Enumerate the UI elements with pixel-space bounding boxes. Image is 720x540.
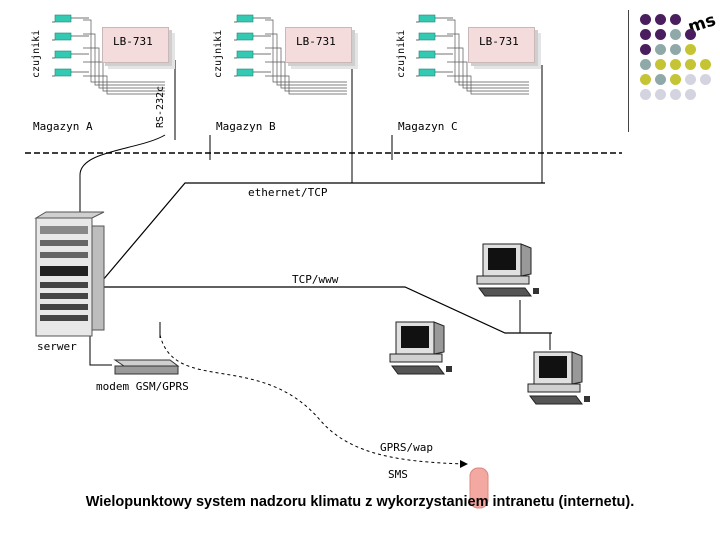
- sensor-cable: [83, 61, 165, 92]
- sensor-groups: [52, 14, 529, 95]
- sensor-cable: [83, 33, 165, 86]
- sensor-cable: [447, 61, 529, 92]
- gprs-wireless-path: [159, 334, 466, 465]
- phone-icon: [469, 467, 489, 509]
- logo-dot: [685, 44, 696, 55]
- sensors-label-a: czujniki: [31, 29, 42, 78]
- logo-dot: [640, 59, 651, 70]
- controller-box-b: LB-731: [285, 27, 352, 63]
- diagram-caption: Wielopunktowy system nadzoru klimatu z w…: [85, 494, 635, 510]
- sensor-icon: [54, 14, 72, 23]
- sensor-cable: [83, 75, 165, 95]
- logo-dot: [640, 29, 651, 40]
- workstation-icon: [476, 243, 539, 297]
- ethernet-bus-line: [96, 182, 545, 288]
- logo-dot: [685, 74, 696, 85]
- tcp-www-bus-line: [97, 286, 552, 334]
- logo-dot: [670, 29, 681, 40]
- logo-dot: [655, 59, 666, 70]
- logo-dot: [655, 89, 666, 100]
- sensor-icon: [54, 50, 72, 59]
- modem-label: modem GSM/GPRS: [96, 380, 189, 393]
- sensor-cable: [265, 61, 347, 92]
- sensor-cable: [447, 75, 529, 95]
- sensor-cable: [265, 33, 347, 86]
- sensor-group: [234, 14, 347, 95]
- sensor-cable: [83, 19, 165, 83]
- logo-dot: [685, 89, 696, 100]
- workstation-icon: [389, 321, 452, 375]
- logo-dot: [670, 44, 681, 55]
- ms-logo: ms: [624, 10, 720, 132]
- logo-dot: [655, 29, 666, 40]
- logo-dot: [655, 74, 666, 85]
- controller-box-c: LB-731: [468, 27, 535, 63]
- sensor-icon: [236, 32, 254, 41]
- sensor-group: [416, 14, 529, 95]
- sensor-icon: [54, 32, 72, 41]
- logo-dot: [685, 29, 696, 40]
- sensor-icon: [418, 68, 436, 77]
- sensors-label-c: czujniki: [396, 29, 407, 78]
- logo-dot: [700, 59, 711, 70]
- sensor-cable: [83, 47, 165, 89]
- logo-dot: [640, 14, 651, 25]
- sensor-icon: [236, 68, 254, 77]
- sensor-cable: [447, 33, 529, 86]
- logo-divider-line: [628, 10, 629, 132]
- wireless-arrow-icon: [460, 460, 468, 468]
- server-tower-icon: [34, 211, 105, 337]
- modem-icon: [113, 359, 180, 375]
- logo-dot: [670, 14, 681, 25]
- logo-dot: [670, 89, 681, 100]
- workstations: [389, 243, 590, 405]
- logo-dot: [670, 59, 681, 70]
- sensor-group: [52, 14, 165, 95]
- tcp-www-label: TCP/www: [292, 273, 339, 286]
- sensor-cable: [265, 47, 347, 89]
- sensor-icon: [236, 50, 254, 59]
- logo-dot: [700, 74, 711, 85]
- sensors-label-b: czujniki: [213, 29, 224, 78]
- server-modem-line: [89, 330, 112, 366]
- rs232-label: RS-232c: [155, 85, 166, 128]
- gprs-label: GPRS/wap: [380, 441, 433, 454]
- warehouse-label-c: Magazyn C: [398, 120, 458, 133]
- controller-label-c: LB-731: [479, 35, 519, 48]
- logo-dot: [685, 59, 696, 70]
- workstation-icon: [527, 351, 590, 405]
- warehouse-label-b: Magazyn B: [216, 120, 276, 133]
- sensor-icon: [236, 14, 254, 23]
- rs232-cable-line: [79, 134, 166, 215]
- sms-label: SMS: [388, 468, 408, 481]
- sensor-cable: [447, 47, 529, 89]
- logo-dot: [640, 44, 651, 55]
- logo-dot: [655, 44, 666, 55]
- warehouse-label-a: Magazyn A: [33, 120, 93, 133]
- logo-dot: [640, 89, 651, 100]
- controller-label-a: LB-731: [113, 35, 153, 48]
- controller-box-a: LB-731: [102, 27, 169, 63]
- controller-label-b: LB-731: [296, 35, 336, 48]
- sensor-icon: [418, 32, 436, 41]
- logo-dot: [655, 14, 666, 25]
- sensor-icon: [418, 50, 436, 59]
- sensor-cable: [447, 19, 529, 83]
- sensor-cable: [265, 75, 347, 95]
- ethernet-label: ethernet/TCP: [248, 186, 328, 199]
- sensor-icon: [418, 14, 436, 23]
- logo-dot: [670, 74, 681, 85]
- sensor-icon: [54, 68, 72, 77]
- logo-dot: [640, 74, 651, 85]
- server-label: serwer: [37, 340, 77, 353]
- sensor-cable: [265, 19, 347, 83]
